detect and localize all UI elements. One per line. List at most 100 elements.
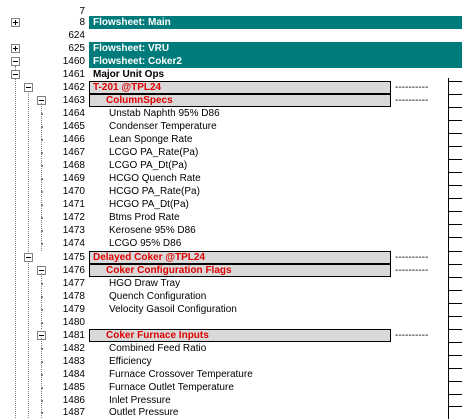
dash-separator: ----------: [395, 252, 429, 263]
spec-label[interactable]: Kerosene 95% D86: [109, 225, 196, 236]
table-row[interactable]: 1469 HCGO Quench Rate: [0, 172, 462, 185]
unitop-delayed-coker-header[interactable]: Delayed Coker @TPL24: [89, 251, 391, 264]
coker-config-flags-header[interactable]: Coker Configuration Flags: [89, 264, 391, 277]
columnspecs-header[interactable]: ColumnSpecs: [89, 94, 391, 107]
table-row[interactable]: 1468 LCGO PA_Dt(Pa): [0, 159, 462, 172]
furnace-label[interactable]: Furnace Crossover Temperature: [109, 369, 253, 380]
table-row[interactable]: 1466 Lean Sponge Rate: [0, 133, 462, 146]
row-number: 625: [68, 43, 85, 54]
value-cell[interactable]: [448, 185, 462, 198]
collapse-toggle-icon[interactable]: [24, 83, 33, 92]
table-row[interactable]: 1478 Quench Configuration: [0, 290, 462, 303]
table-row[interactable]: 1483 Efficiency: [0, 355, 462, 368]
value-cell[interactable]: [448, 355, 462, 368]
row-number: 1465: [62, 121, 85, 132]
table-row[interactable]: 1465 Condenser Temperature: [0, 120, 462, 133]
coker-furnace-inputs-header[interactable]: Coker Furnace Inputs: [89, 329, 391, 342]
tree-bullet-icon: [41, 361, 43, 363]
value-cell[interactable]: [448, 198, 462, 211]
table-row[interactable]: 1482 Combined Feed Ratio: [0, 342, 462, 355]
sheet-row[interactable]: 8 Flowsheet: Main: [0, 16, 462, 29]
value-cell[interactable]: [448, 172, 462, 185]
spec-label[interactable]: HCGO PA_Dt(Pa): [109, 199, 189, 210]
value-cell[interactable]: [448, 251, 462, 264]
tree-bullet-icon: [41, 152, 43, 154]
value-cell[interactable]: [448, 146, 462, 159]
sheet-row[interactable]: 1460 Flowsheet: Coker2: [0, 55, 462, 68]
table-row[interactable]: 1487 Outlet Pressure: [0, 406, 462, 419]
table-row[interactable]: 1472 Btms Prod Rate: [0, 211, 462, 224]
sheet-row[interactable]: 1476 Coker Configuration Flags ---------…: [0, 264, 462, 277]
furnace-label[interactable]: Inlet Pressure: [109, 395, 171, 406]
sheet-row[interactable]: 1463 ColumnSpecs ----------: [0, 94, 462, 107]
value-cell[interactable]: [448, 342, 462, 355]
table-row[interactable]: 1471 HCGO PA_Dt(Pa): [0, 198, 462, 211]
value-cell[interactable]: [448, 120, 462, 133]
spec-label[interactable]: Condenser Temperature: [109, 121, 217, 132]
spec-label[interactable]: LCGO PA_Dt(Pa): [109, 160, 188, 171]
spec-label[interactable]: Btms Prod Rate: [109, 212, 180, 223]
table-row[interactable]: 1477 HGO Draw Tray: [0, 277, 462, 290]
table-row[interactable]: 1470 HCGO PA_Rate(Pa): [0, 185, 462, 198]
spec-label[interactable]: HCGO PA_Rate(Pa): [109, 186, 200, 197]
value-cell[interactable]: [448, 277, 462, 290]
value-cell[interactable]: [448, 94, 462, 107]
row-number: 1463: [62, 95, 85, 106]
sheet-row[interactable]: 1462 T-201 @TPL24 ----------: [0, 81, 462, 94]
value-cell[interactable]: [448, 224, 462, 237]
table-row[interactable]: 1479 Velocity Gasoil Configuration: [0, 303, 462, 316]
value-cell[interactable]: [448, 133, 462, 146]
spec-label[interactable]: Unstab Naphth 95% D86: [109, 108, 220, 119]
spec-label[interactable]: LCGO 95% D86: [109, 238, 182, 249]
sheet-row[interactable]: 625 Flowsheet: VRU: [0, 42, 462, 55]
table-row[interactable]: 1474 LCGO 95% D86: [0, 237, 462, 250]
furnace-label[interactable]: Efficiency: [109, 356, 152, 367]
table-row[interactable]: 1484 Furnace Crossover Temperature: [0, 368, 462, 381]
row-number: 1461: [62, 69, 85, 80]
collapse-toggle-icon[interactable]: [24, 253, 33, 262]
table-row[interactable]: 1464 Unstab Naphth 95% D86: [0, 107, 462, 120]
value-cell[interactable]: [448, 159, 462, 172]
table-row[interactable]: 1473 Kerosene 95% D86: [0, 224, 462, 237]
value-cell[interactable]: [448, 303, 462, 316]
table-row[interactable]: 1480: [0, 316, 462, 329]
tree-bullet-icon: [41, 165, 43, 167]
value-cell[interactable]: [448, 316, 462, 329]
table-row[interactable]: 1467 LCGO PA_Rate(Pa): [0, 146, 462, 159]
furnace-label[interactable]: Combined Feed Ratio: [109, 343, 207, 354]
flowsheet-vru-band[interactable]: Flowsheet: VRU: [89, 42, 462, 55]
value-cell[interactable]: [448, 329, 462, 342]
value-cell[interactable]: [448, 211, 462, 224]
value-cell[interactable]: [448, 406, 462, 419]
value-cell[interactable]: [448, 381, 462, 394]
tree-line: [15, 66, 16, 418]
row-number: 1471: [62, 199, 85, 210]
table-row[interactable]: 1486 Inlet Pressure: [0, 394, 462, 407]
sheet-row[interactable]: 1475 Delayed Coker @TPL24 ----------: [0, 251, 462, 264]
collapse-toggle-icon[interactable]: [11, 70, 20, 79]
config-label[interactable]: Quench Configuration: [109, 291, 207, 302]
sheet-row[interactable]: 1461 Major Unit Ops: [0, 68, 462, 81]
expand-toggle-icon[interactable]: [11, 44, 20, 53]
sheet-row[interactable]: 1481 Coker Furnace Inputs ----------: [0, 329, 462, 342]
expand-toggle-icon[interactable]: [11, 18, 20, 27]
value-cell[interactable]: [448, 394, 462, 407]
flowsheet-main-band[interactable]: Flowsheet: Main: [89, 16, 462, 29]
table-row[interactable]: 1485 Furnace Outlet Temperature: [0, 381, 462, 394]
value-cell[interactable]: [448, 368, 462, 381]
spec-label[interactable]: LCGO PA_Rate(Pa): [109, 147, 199, 158]
value-cell[interactable]: [448, 264, 462, 277]
furnace-label[interactable]: Furnace Outlet Temperature: [109, 382, 234, 393]
furnace-label[interactable]: Outlet Pressure: [109, 407, 179, 418]
spec-label[interactable]: Lean Sponge Rate: [109, 134, 193, 145]
config-label[interactable]: Velocity Gasoil Configuration: [109, 304, 237, 315]
value-cell[interactable]: [448, 107, 462, 120]
flowsheet-coker2-band[interactable]: Flowsheet: Coker2: [89, 55, 462, 68]
config-label[interactable]: HGO Draw Tray: [109, 278, 181, 289]
collapse-toggle-icon[interactable]: [11, 57, 20, 66]
unitop-t201-header[interactable]: T-201 @TPL24: [89, 81, 391, 94]
value-cell[interactable]: [448, 290, 462, 303]
value-cell[interactable]: [448, 237, 462, 250]
value-cell[interactable]: [448, 81, 462, 94]
spec-label[interactable]: HCGO Quench Rate: [109, 173, 201, 184]
